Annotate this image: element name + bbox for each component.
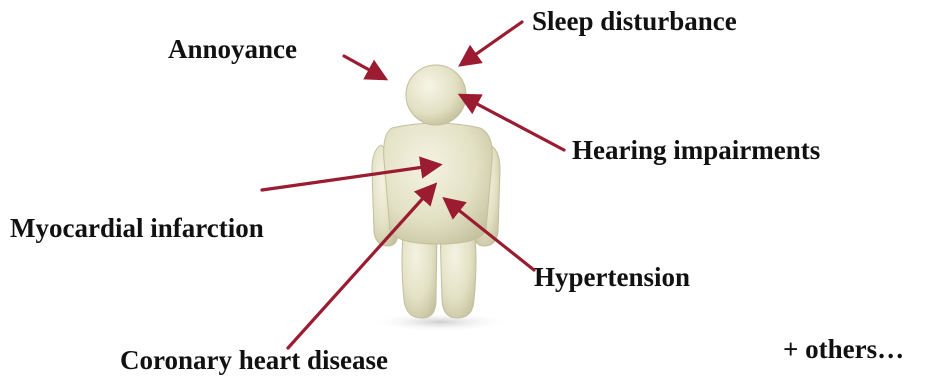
label-annoyance: Annoyance	[168, 36, 297, 63]
label-myocardial-infarction: Myocardial infarction	[10, 215, 264, 242]
label-hypertension: Hypertension	[534, 264, 690, 291]
figure-shadow	[370, 312, 510, 332]
arrow-sleep-disturbance	[462, 22, 522, 64]
label-others: + others…	[783, 336, 904, 363]
person-figure-icon	[372, 65, 500, 318]
label-hearing-impairments: Hearing impairments	[572, 137, 820, 164]
label-coronary-heart-disease: Coronary heart disease	[120, 347, 388, 374]
arrow-annoyance	[344, 56, 384, 78]
label-sleep-disturbance: Sleep disturbance	[532, 8, 737, 35]
